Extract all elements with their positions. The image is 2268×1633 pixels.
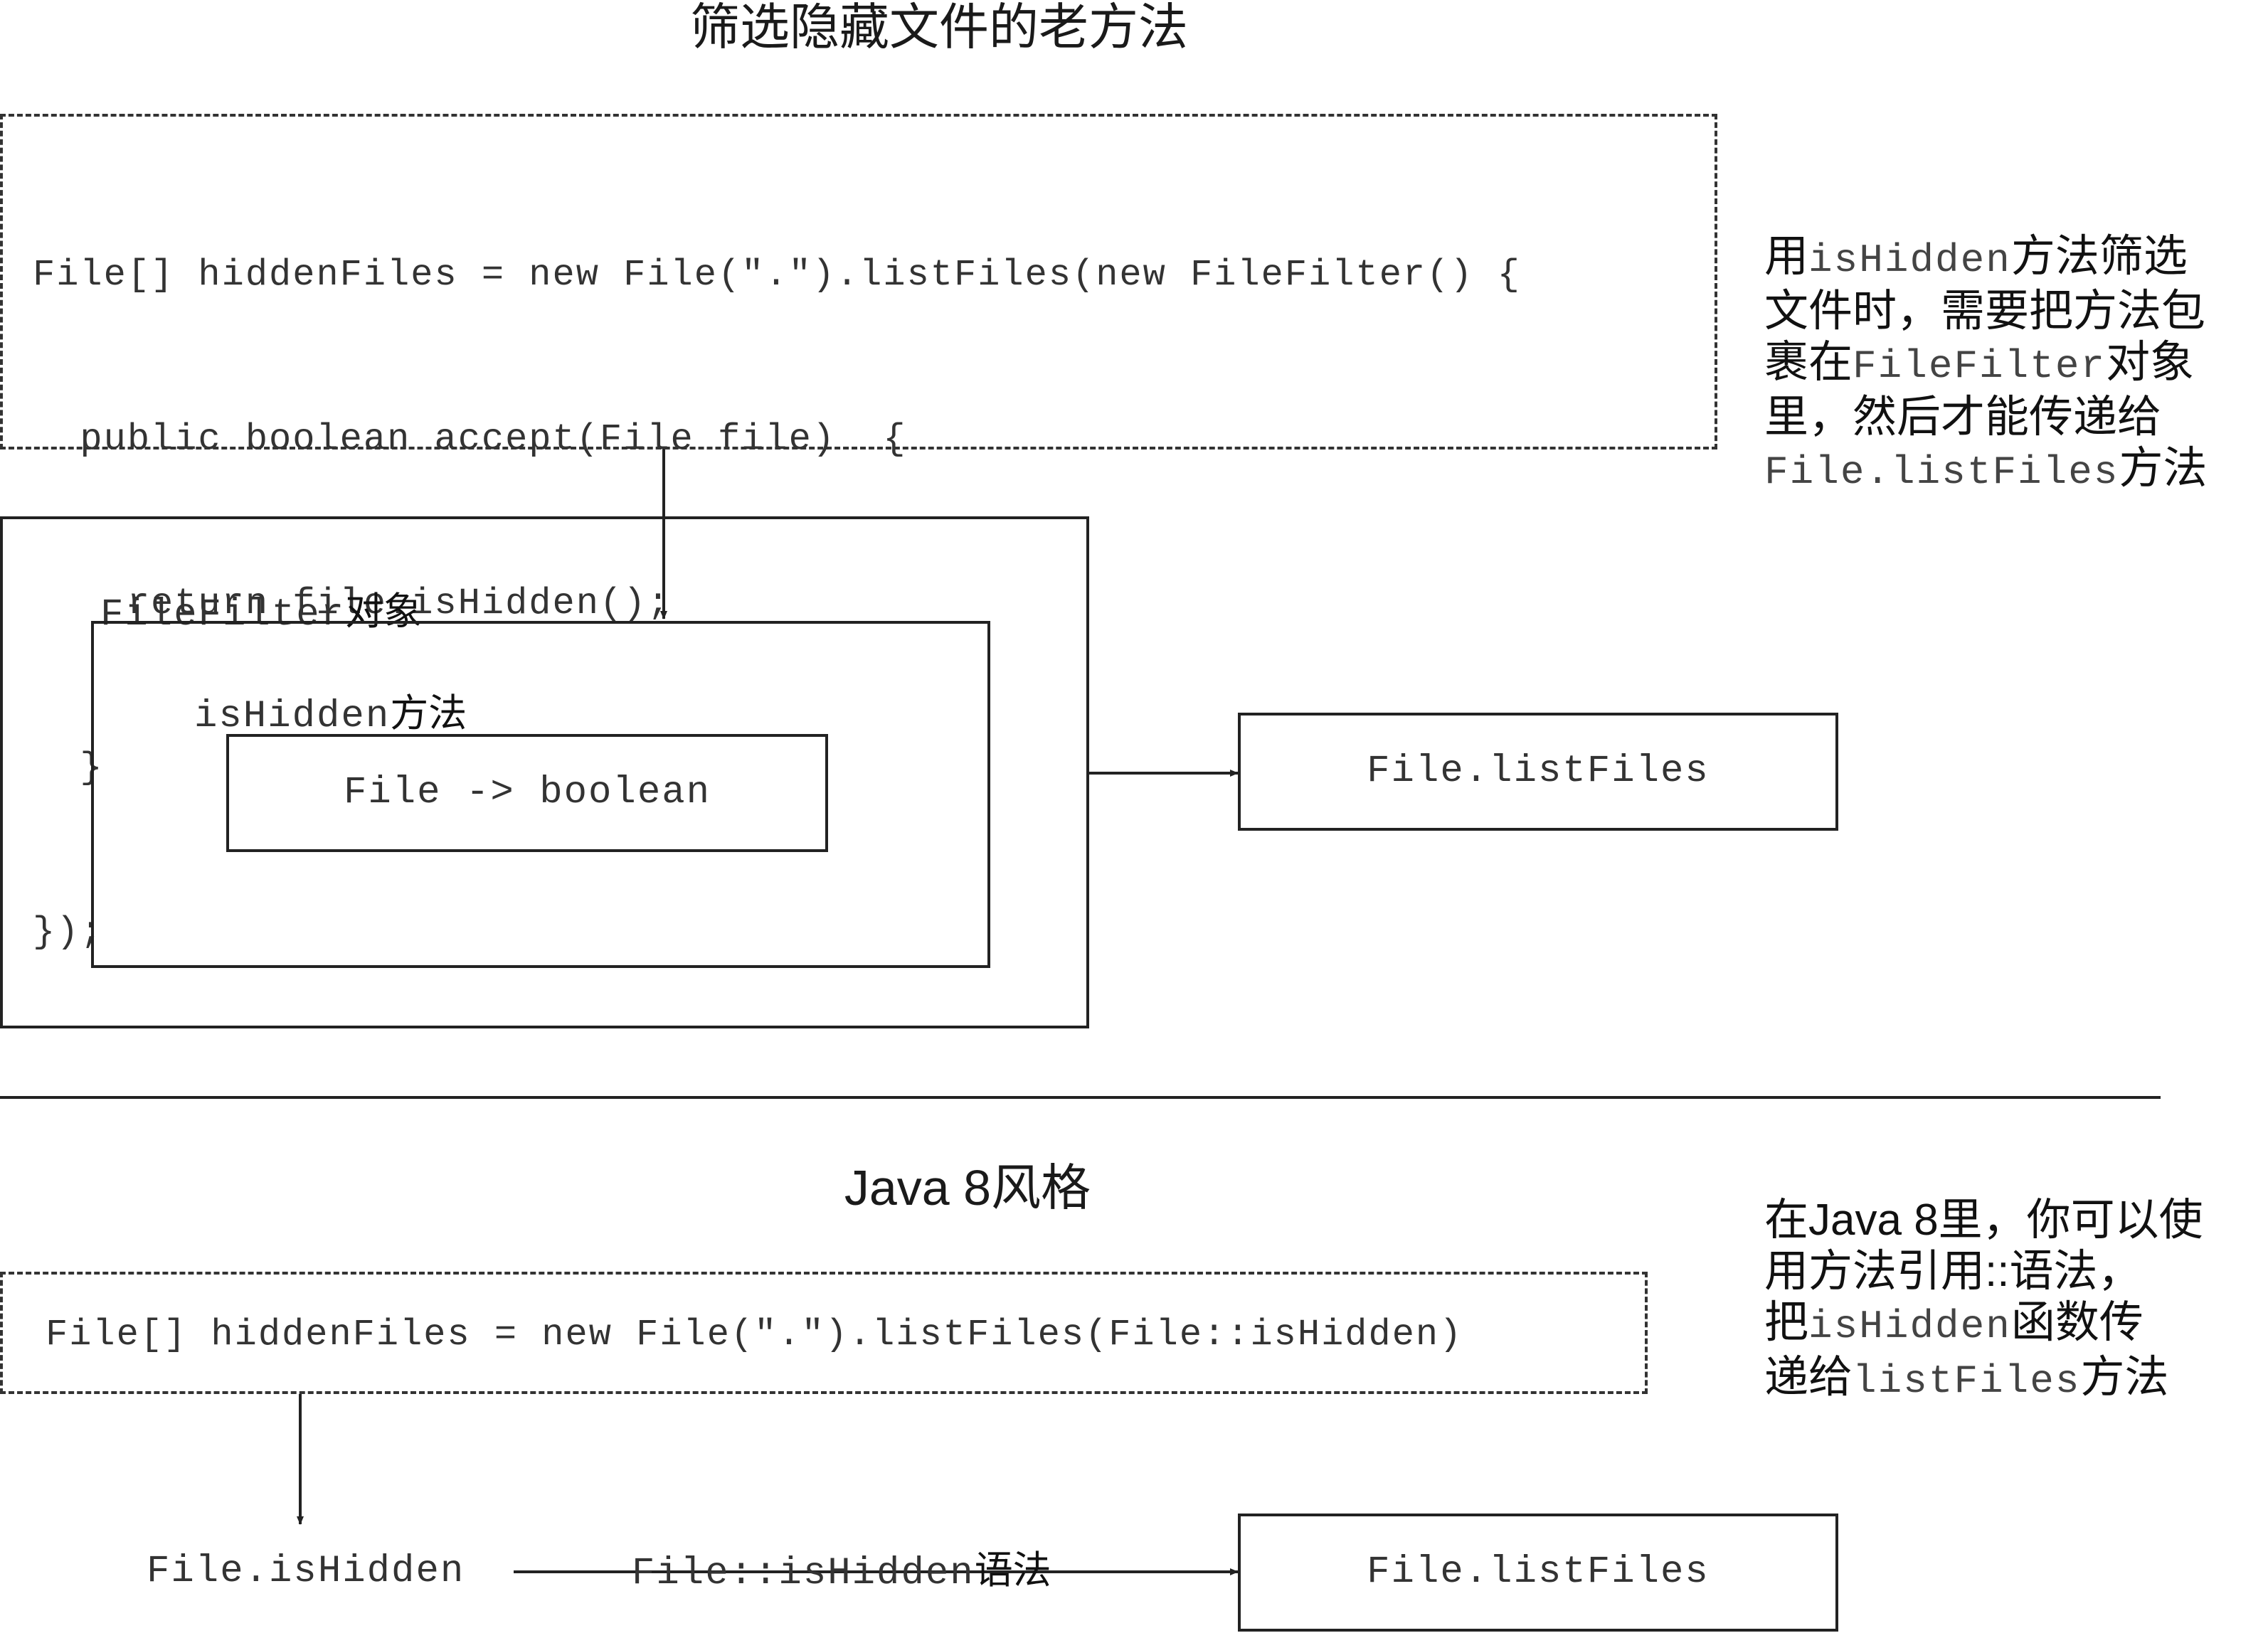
old-code-box: File[] hiddenFiles = new File(".").listF…	[0, 114, 1717, 953]
method-ref-syntax: File::isHidden	[632, 1552, 975, 1595]
filefilter-object-label: FileFilter对象	[34, 543, 422, 683]
code-line: return file.isHidden();	[33, 583, 671, 624]
old-code-block: File[] hiddenFiles = new File(".").listF…	[33, 138, 1521, 1069]
note-text: 方法	[2119, 444, 2208, 493]
code-line: });	[33, 911, 104, 953]
ishidden-reference-label: File.isHidden	[147, 1550, 465, 1593]
old-target-text: File.listFiles	[1367, 750, 1710, 793]
note-line: 文件时，需要把方法包	[1764, 286, 2262, 337]
note-text: 裹在	[1764, 338, 1853, 387]
note-line: 裹在FileFilter对象	[1764, 337, 2262, 392]
new-code-line: File[] hiddenFiles = new File(".").listF…	[46, 1314, 1463, 1356]
note-line: 用方法引用::语法，	[1764, 1246, 2262, 1297]
note-text: 用方法引用::语法，	[1764, 1247, 2142, 1296]
code-line: File[] hiddenFiles = new File(".").listF…	[33, 254, 1521, 296]
old-approach-note: 用isHidden方法筛选文件时，需要把方法包裹在FileFilter对象里，然…	[1764, 231, 2262, 498]
filefilter-object-box: FileFilter对象	[0, 516, 1089, 1028]
note-line: 用isHidden方法筛选	[1764, 231, 2262, 286]
method-ref-word: 语法	[974, 1548, 1051, 1592]
signature-text: File -> boolean	[343, 771, 711, 814]
note-text: 把	[1764, 1298, 1809, 1347]
note-text: 对象	[2106, 338, 2195, 387]
java8-title: Java 8风格	[844, 1160, 1091, 1216]
note-text: isHidden	[1808, 238, 2011, 283]
note-text: 函数传	[2010, 1298, 2144, 1347]
new-target-text: File.listFiles	[1367, 1550, 1710, 1594]
note-text: FileFilter	[1853, 344, 2107, 389]
ishidden-method-box: isHidden方法	[91, 621, 990, 968]
note-text: 递给	[1764, 1353, 1853, 1402]
note-line: 递给listFiles方法	[1764, 1352, 2262, 1407]
note-text: 文件时，需要把方法包	[1764, 287, 2206, 336]
note-text: listFiles	[1853, 1358, 2081, 1404]
ishidden-method-name: isHidden	[194, 695, 391, 738]
note-line: File.listFiles方法	[1764, 443, 2262, 498]
filefilter-class-name: FileFilter	[100, 593, 346, 637]
filefilter-object-word: 对象	[345, 589, 423, 634]
note-text: 方法	[2080, 1353, 2169, 1402]
note-text: 在Java 8里，你可以使	[1764, 1196, 2203, 1245]
java8-note: 在Java 8里，你可以使用方法引用::语法，把isHidden函数传递给lis…	[1764, 1195, 2262, 1407]
new-target-box: File.listFiles	[1238, 1514, 1838, 1632]
note-text: 用	[1764, 232, 1809, 281]
note-line: 在Java 8里，你可以使	[1764, 1195, 2262, 1246]
code-line: public boolean accept(File file) {	[33, 418, 907, 460]
note-line: 里，然后才能传递给	[1764, 392, 2262, 443]
new-code-box: File[] hiddenFiles = new File(".").listF…	[0, 1272, 1648, 1394]
note-text: isHidden	[1808, 1304, 2011, 1349]
ishidden-method-word: 方法	[390, 691, 467, 735]
old-target-box: File.listFiles	[1238, 713, 1838, 831]
note-text: 里，然后才能传递给	[1764, 393, 2162, 442]
note-line: 把isHidden函数传	[1764, 1297, 2262, 1352]
method-ref-syntax-label: File::isHidden语法	[588, 1502, 1051, 1633]
note-text: File.listFiles	[1764, 450, 2119, 495]
note-text: 方法筛选	[2010, 232, 2188, 281]
ishidden-method-label: isHidden方法	[128, 645, 467, 785]
signature-box: File -> boolean	[226, 734, 828, 852]
old-approach-title: 筛选隐藏文件的老方法	[690, 0, 1188, 55]
